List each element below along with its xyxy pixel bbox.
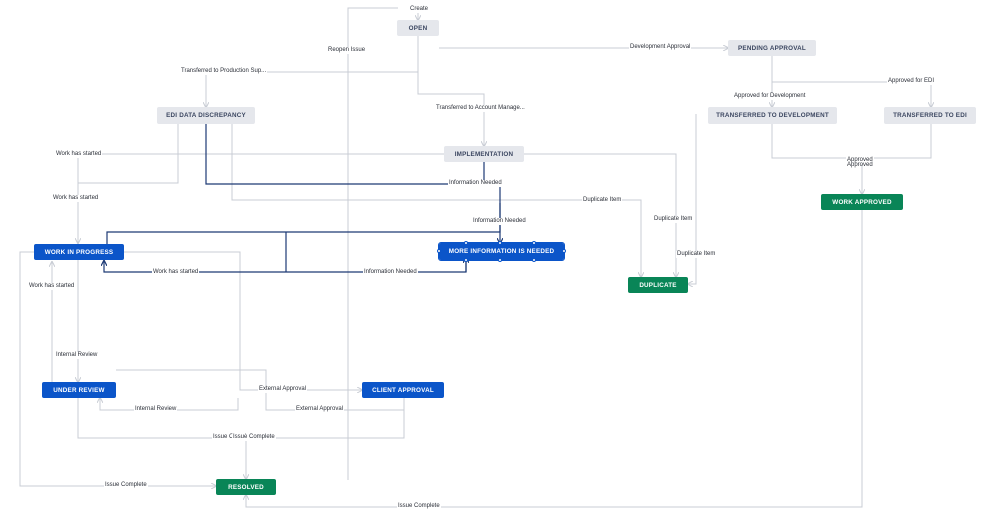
status-work-in-progress[interactable]: WORK IN PROGRESS bbox=[34, 244, 124, 260]
status-open[interactable]: OPEN bbox=[397, 20, 439, 36]
resize-handle[interactable] bbox=[464, 258, 468, 262]
resize-handle[interactable] bbox=[532, 258, 536, 262]
edge-approved-resolved bbox=[246, 209, 863, 508]
edge-impl-wip bbox=[78, 153, 444, 243]
edge-impl-dup bbox=[524, 153, 676, 277]
edge-approved-a bbox=[771, 124, 862, 194]
edge-moreinfo-top bbox=[106, 203, 501, 245]
transition-approved-for-development[interactable]: Approved for Development bbox=[733, 93, 807, 100]
transition-duplicate-item-3[interactable]: Duplicate Item bbox=[676, 251, 717, 258]
edge-open-impl bbox=[417, 36, 484, 146]
transition-internal-review-1[interactable]: Internal Review bbox=[55, 352, 99, 359]
resize-handle[interactable] bbox=[532, 241, 536, 245]
transition-external-approval-2[interactable]: External Approval bbox=[295, 406, 345, 413]
status-resolved[interactable]: RESOLVED bbox=[216, 479, 276, 495]
status-duplicate[interactable]: DUPLICATE bbox=[628, 277, 688, 293]
status-under-review[interactable]: UNDER REVIEW bbox=[42, 382, 116, 398]
resize-handle[interactable] bbox=[498, 258, 502, 262]
transition-development-approval[interactable]: Development Approval bbox=[629, 44, 692, 51]
status-edi-data-discrepancy[interactable]: EDI DATA DISCREPANCY bbox=[157, 107, 255, 124]
transition-approved-for-edi[interactable]: Approved for EDI bbox=[887, 78, 936, 85]
transition-account-manager[interactable]: Transferred to Account Manage... bbox=[435, 105, 526, 112]
edge-dev-dup bbox=[688, 114, 697, 284]
transition-information-needed-1[interactable]: Information Needed bbox=[448, 180, 503, 187]
resize-handle[interactable] bbox=[498, 241, 502, 245]
transition-reopen-issue[interactable]: Reopen Issue bbox=[327, 47, 367, 54]
edge-approved-b bbox=[862, 124, 932, 159]
edge-approved-edi bbox=[771, 56, 931, 107]
resize-handle[interactable] bbox=[464, 241, 468, 245]
transition-internal-review-2[interactable]: Internal Review bbox=[134, 406, 178, 413]
transition-work-has-started-2[interactable]: Work has started bbox=[52, 195, 100, 202]
edge-edi-wip bbox=[78, 124, 179, 184]
transition-duplicate-item-2[interactable]: Duplicate Item bbox=[653, 216, 694, 223]
transition-duplicate-item-1[interactable]: Duplicate Item bbox=[582, 197, 623, 204]
status-more-information-is-needed[interactable]: MORE INFORMATION IS NEEDED bbox=[438, 242, 565, 261]
transition-issue-complete-4[interactable]: Issue Complete bbox=[397, 503, 441, 510]
transition-create[interactable]: Create bbox=[409, 6, 430, 13]
edge-review-resolved bbox=[77, 398, 405, 439]
transition-issue-complete-2[interactable]: Issue Complete bbox=[232, 434, 276, 441]
transition-approved-a[interactable]: Approved bbox=[846, 157, 874, 164]
edge-reopen bbox=[347, 7, 398, 480]
status-transferred-to-development[interactable]: TRANSFERRED TO DEVELOPMENT bbox=[708, 107, 837, 124]
transition-information-needed-2[interactable]: Information Needed bbox=[472, 218, 527, 225]
transition-external-approval-1[interactable]: External Approval bbox=[258, 386, 308, 393]
resize-handle[interactable] bbox=[437, 249, 441, 253]
edge-edi-dup bbox=[231, 124, 641, 277]
status-pending-approval[interactable]: PENDING APPROVAL bbox=[728, 40, 816, 56]
edge-impl-moreinfo bbox=[483, 162, 500, 243]
transition-work-has-started-1[interactable]: Work has started bbox=[55, 151, 103, 158]
status-implementation[interactable]: IMPLEMENTATION bbox=[444, 146, 524, 162]
edge-edi-moreinfo bbox=[205, 124, 484, 185]
transition-approved-b[interactable]: Approved bbox=[847, 162, 873, 168]
transition-work-has-started-3[interactable]: Work has started bbox=[152, 269, 200, 276]
transition-work-has-started-4[interactable]: Work has started bbox=[28, 283, 76, 290]
transition-issue-complete-3[interactable]: Issue Complete bbox=[104, 482, 148, 489]
transition-information-needed-3[interactable]: Information Needed bbox=[363, 269, 418, 276]
status-work-approved[interactable]: WORK APPROVED bbox=[821, 194, 903, 210]
resize-handle[interactable] bbox=[562, 249, 566, 253]
status-client-approval[interactable]: CLIENT APPROVAL bbox=[362, 382, 444, 398]
status-transferred-to-edi[interactable]: TRANSFERRED TO EDI bbox=[884, 107, 976, 124]
transition-production-support[interactable]: Transferred to Production Sup... bbox=[180, 68, 268, 75]
